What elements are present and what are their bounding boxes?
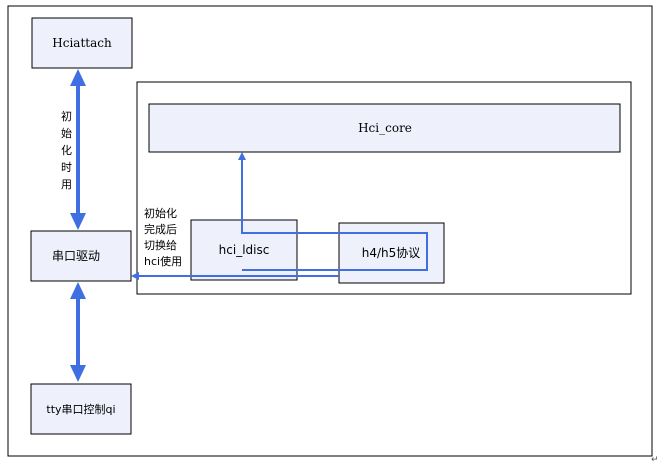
node-serial-driver: 串口驱动 [30, 230, 132, 282]
switch-label-line: 切换给 [144, 238, 177, 252]
switch-label: 初始化 完成后 切换给 hci使用 [144, 206, 182, 268]
init-label-line: 用 [61, 178, 72, 191]
outer-border [7, 5, 653, 457]
init-label: 初 始 化 时 用 [61, 109, 72, 191]
node-tty-control: tty串口控制qi [30, 383, 132, 435]
init-label-line: 初 [61, 109, 72, 123]
init-label-line: 始 [61, 126, 72, 140]
arrow-serial-tty [70, 282, 86, 382]
node-hci-ldisc-label: hci_ldisc [219, 243, 270, 257]
return-mark: ↵ [651, 455, 659, 464]
node-serial-driver-label: 串口驱动 [52, 249, 100, 263]
init-label-line: 化 [61, 143, 72, 157]
init-label-line: 时 [61, 161, 72, 174]
node-hciattach: Hciattach [31, 17, 133, 69]
node-hci-core: Hci_core [148, 103, 621, 153]
node-tty-control-label: tty串口控制qi [46, 402, 115, 416]
switch-label-line: 完成后 [144, 222, 177, 236]
arrow-ldisc-h4h5-core [238, 152, 428, 271]
node-hci-core-label: Hci_core [358, 121, 412, 135]
arrow-hciattach-serial [70, 69, 86, 230]
switch-label-line: hci使用 [144, 255, 182, 268]
node-hciattach-label: Hciattach [52, 36, 112, 50]
node-h4h5-label: h4/h5协议 [362, 245, 421, 260]
switch-label-line: 初始化 [144, 206, 177, 220]
